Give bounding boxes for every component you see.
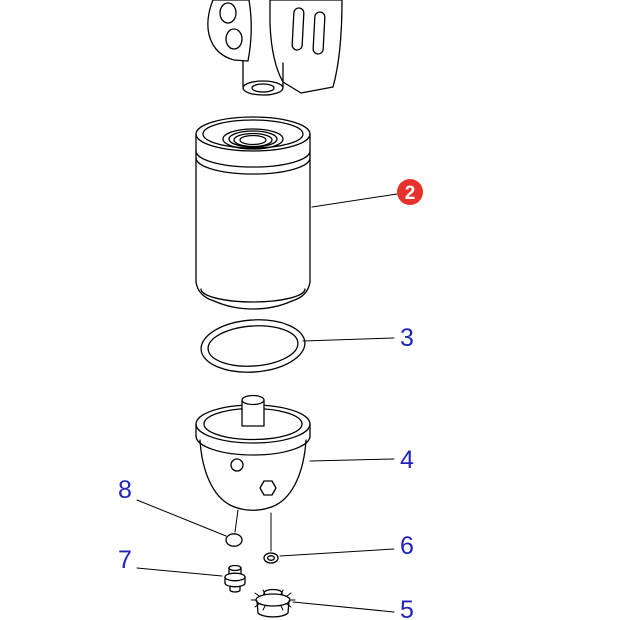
plate-slot xyxy=(291,7,305,51)
leader-line-5 xyxy=(292,601,395,613)
thread-port-bore xyxy=(239,134,267,146)
leader-line-7 xyxy=(136,567,223,577)
bottom-seam xyxy=(200,288,306,303)
plug-flange xyxy=(224,572,246,582)
valve-knurled-flange xyxy=(255,593,291,607)
seam-band xyxy=(195,150,311,175)
boss-sides xyxy=(242,60,284,88)
bolt-hole xyxy=(219,2,237,24)
small-o-ring xyxy=(263,552,279,564)
center-stem xyxy=(241,400,265,427)
callout-label-3: 3 xyxy=(400,324,414,352)
can-bottom xyxy=(195,281,311,310)
collar-sides xyxy=(195,423,311,437)
seal-ring xyxy=(222,128,284,150)
thread-port xyxy=(233,132,273,148)
drain-hex xyxy=(259,480,277,496)
leader-line-8 xyxy=(136,499,227,537)
callout-label-8: 8 xyxy=(118,476,132,504)
callout-label-7: 7 xyxy=(118,546,132,574)
plug-part-8 xyxy=(225,533,243,547)
top-rim-inner xyxy=(202,119,304,149)
leader-line-4 xyxy=(309,458,395,462)
leader-line-3 xyxy=(302,337,395,342)
connector-line-8 xyxy=(234,509,239,533)
bowl-hole xyxy=(230,458,244,472)
thread-nipple xyxy=(251,83,275,93)
callout-label-6: 6 xyxy=(400,532,414,560)
stem-top xyxy=(241,394,265,406)
can-sides xyxy=(195,133,311,283)
boss-bottom-rim xyxy=(242,80,284,96)
leader-line-2 xyxy=(311,193,398,208)
bowl-body xyxy=(199,439,307,511)
collar-bottom xyxy=(195,435,311,456)
o-ring-inner xyxy=(207,325,299,367)
o-ring xyxy=(200,319,306,373)
filter-cartridge xyxy=(195,116,311,310)
callout-label-2: 2 xyxy=(405,183,416,204)
plate-slot xyxy=(312,11,326,55)
drain-plug xyxy=(224,564,246,593)
plug-stub xyxy=(229,585,241,593)
plug-flange-sides xyxy=(224,576,246,584)
valve-body xyxy=(256,600,290,618)
filter-head-bracket xyxy=(207,0,343,96)
o-ring-outer xyxy=(200,319,306,373)
small-o-ring-inner xyxy=(266,555,276,561)
leader-line-6 xyxy=(279,548,395,557)
bolt-hole xyxy=(225,28,243,50)
plug-cap xyxy=(228,564,242,572)
drain-valve xyxy=(250,588,296,618)
bowl-assembly xyxy=(195,394,311,511)
callout-label-5: 5 xyxy=(400,596,414,620)
callout-label-4: 4 xyxy=(400,446,414,474)
plug-flange-bottom xyxy=(224,582,246,588)
bracket-plate xyxy=(269,0,343,94)
callout-badge-2 xyxy=(397,179,423,205)
small-o-ring-outer xyxy=(263,552,279,564)
